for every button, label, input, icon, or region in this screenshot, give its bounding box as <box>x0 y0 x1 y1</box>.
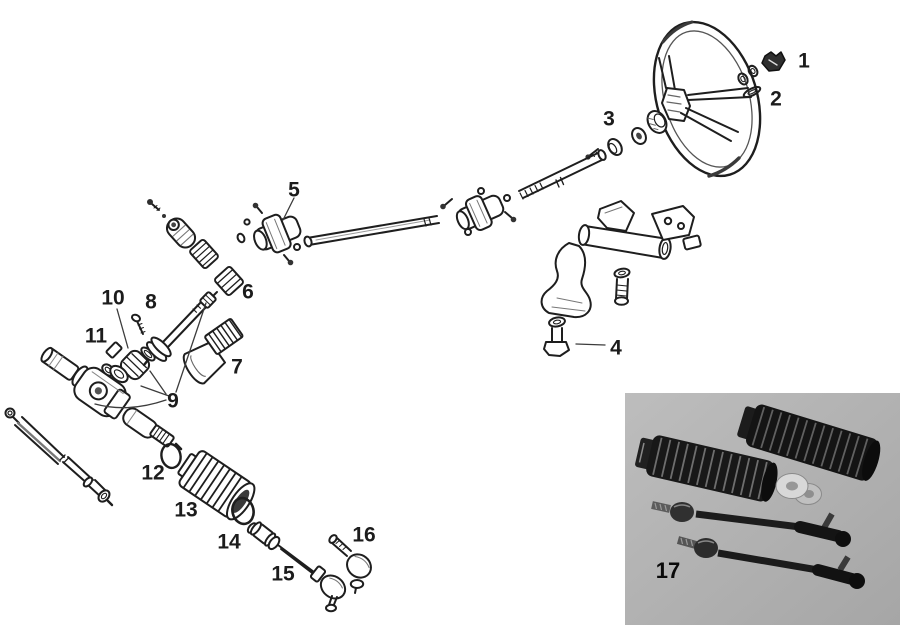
callout-4: 4 <box>610 336 622 360</box>
upper-steering-shaft <box>518 149 607 200</box>
photo-tie-rod-lower <box>676 536 865 589</box>
column-lock-parts <box>147 199 219 270</box>
wheel-nut-and-washers <box>737 51 786 98</box>
callout-17: 17 <box>655 558 681 583</box>
callout-15: 15 <box>271 562 295 586</box>
callout-1: 1 <box>798 49 810 73</box>
rack-boot <box>177 450 256 521</box>
tie-rod <box>246 521 347 613</box>
column-mount-bracket <box>540 200 702 357</box>
steering-wheel <box>652 20 762 178</box>
steering-damper <box>4 407 114 507</box>
photo-inset <box>625 393 900 625</box>
callout-7: 7 <box>231 355 243 379</box>
photo-tie-rod-upper <box>651 501 851 547</box>
o-ring-large <box>231 496 255 526</box>
o-ring-small <box>160 442 182 470</box>
callout-8: 8 <box>145 290 157 314</box>
callout-9: 9 <box>167 389 179 413</box>
intermediate-shaft-tube <box>303 215 440 248</box>
callout-11: 11 <box>84 324 108 348</box>
callout-2: 2 <box>770 87 782 111</box>
callout-12: 12 <box>141 461 165 485</box>
column-bearing-parts <box>585 110 668 160</box>
photo-boot-left <box>635 435 778 502</box>
shaft-bushing <box>214 266 244 296</box>
photo-washers <box>775 473 822 505</box>
coupling-bushing <box>182 318 244 385</box>
steering-gearbox <box>40 346 183 451</box>
callout-5: 5 <box>288 178 300 202</box>
photo-boot-right <box>737 404 881 481</box>
callout-10: 10 <box>101 286 125 310</box>
callout-leader-lines <box>94 197 606 409</box>
callout-6: 6 <box>242 280 254 304</box>
universal-joint-lower <box>236 202 302 266</box>
tie-rod-end <box>328 534 372 594</box>
callout-3: 3 <box>603 107 615 131</box>
universal-joint-upper <box>440 187 517 236</box>
callout-16: 16 <box>352 523 376 547</box>
callout-14: 14 <box>217 530 241 554</box>
callout-13: 13 <box>174 498 198 522</box>
